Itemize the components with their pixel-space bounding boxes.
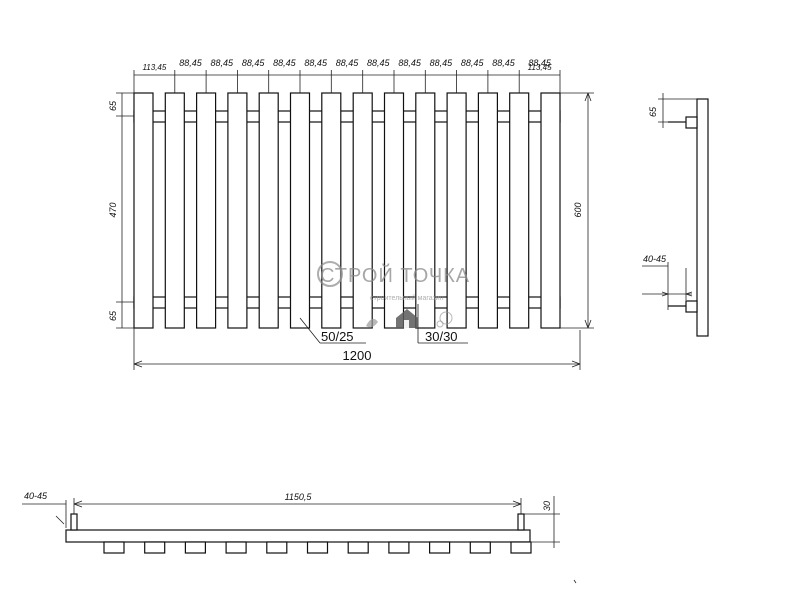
picket — [289, 92, 311, 329]
top-view-picket — [103, 541, 125, 554]
top-view-picket — [388, 541, 410, 554]
dim-left-bottom: 65 — [108, 310, 118, 321]
label-picket-size: 50/25 — [321, 329, 354, 344]
top-dimension-label: 88,45 — [273, 58, 297, 68]
picket — [383, 92, 405, 329]
top-view-length-dim: 1150,5 — [285, 492, 313, 502]
picket — [415, 92, 436, 329]
top-dimension-label: 88,45 — [336, 58, 360, 68]
side-top-rail — [685, 116, 698, 129]
top-dimension-label: 88,45 — [211, 58, 235, 68]
top-view-picket — [510, 541, 532, 554]
dim-height: 600 — [573, 202, 583, 217]
top-dimension-label: 88,45 — [367, 58, 391, 68]
top-dimension-label: 113,45 — [142, 63, 166, 72]
watermark-title: СТРОЙ ТОЧКА — [320, 263, 470, 287]
pickets — [133, 92, 561, 329]
picket — [227, 92, 248, 329]
top-view: 1150,5 40-45 30 — [22, 491, 560, 554]
top-dimension-label: 88,45 — [242, 58, 266, 68]
watermark-logo: СТРОЙ ТОЧКА строительный магазин — [317, 261, 470, 328]
top-view-pickets — [103, 541, 532, 554]
label-rail-size: 30/30 — [425, 329, 458, 344]
picket — [321, 92, 342, 329]
leaf-icon — [366, 318, 378, 328]
side-dim-top: 65 — [648, 106, 658, 117]
top-dimension-label: 113,45 — [528, 63, 552, 72]
picket — [477, 92, 498, 329]
top-dimension-ticks — [133, 70, 561, 93]
watermark-subtitle: строительный магазин — [370, 294, 444, 302]
picket — [352, 92, 373, 329]
top-dimension-label: 88,45 — [528, 58, 552, 68]
side-view: 65 40-45 — [642, 93, 709, 337]
top-view-picket — [144, 541, 166, 554]
top-view-picket — [306, 541, 329, 554]
dim-width: 1200 — [343, 348, 372, 363]
dim-left-top: 65 — [108, 100, 118, 111]
top-view-depth-dim: 30 — [542, 501, 552, 511]
top-view-offset-dim: 40-45 — [24, 491, 48, 501]
top-view-picket — [184, 541, 206, 554]
top-view-post-left — [70, 513, 78, 531]
top-view-picket — [429, 541, 451, 554]
side-dim-offset: 40-45 — [643, 254, 667, 264]
side-bottom-rail — [685, 300, 698, 313]
picket — [133, 92, 154, 329]
top-view-picket — [347, 541, 369, 554]
top-dimension-label: 88,45 — [398, 58, 422, 68]
top-dimension-label: 88,45 — [430, 58, 454, 68]
top-dimension-label: 88,45 — [492, 58, 516, 68]
top-view-post-right — [517, 513, 525, 531]
side-picket — [696, 98, 709, 337]
picket — [196, 92, 217, 329]
top-dimension-label: 88,45 — [179, 58, 203, 68]
top-view-rail — [65, 529, 531, 543]
top-view-picket — [469, 541, 491, 554]
top-dimension-label: 88,45 — [304, 58, 328, 68]
drop-icon — [436, 311, 453, 328]
top-dimension-label: 88,45 — [461, 58, 485, 68]
picket — [509, 92, 530, 329]
house-icon — [396, 309, 418, 328]
dim-left-middle: 470 — [108, 202, 118, 217]
top-view-picket — [266, 541, 288, 554]
picket — [258, 92, 279, 329]
picket — [446, 92, 467, 329]
picket — [164, 92, 185, 329]
picket — [540, 92, 561, 329]
top-view-picket — [225, 541, 247, 554]
